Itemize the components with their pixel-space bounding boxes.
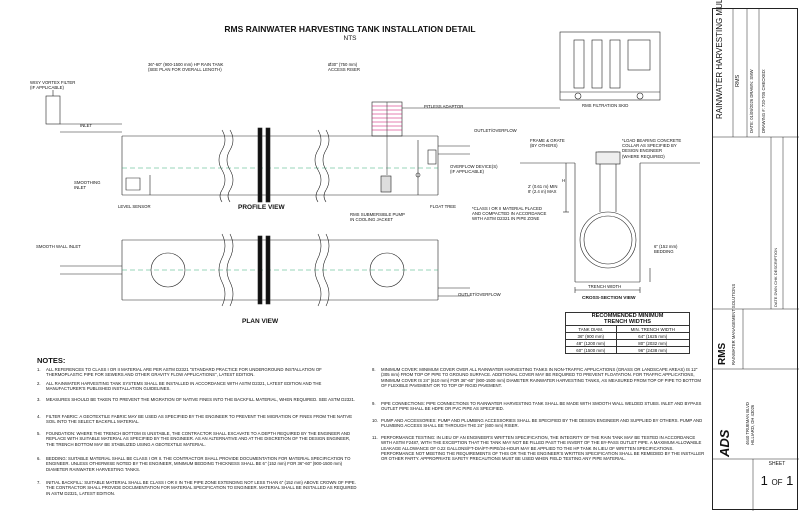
callout-bedding: 6" (152 mm) BEDDING (654, 244, 678, 255)
table-title: RECOMMENDED MINIMUM TRENCH WIDTHS (565, 312, 690, 326)
notes-title: NOTES: (37, 356, 66, 365)
table-header: TANK DIAM. (565, 325, 617, 333)
sheet-number: 1 OF 1 (760, 473, 794, 488)
table-row: 60" (1500 mm)96" (2438 mm) (565, 346, 690, 354)
note-item: 7.INITIAL BACKFILL: SUITABLE MATERIAL SH… (37, 480, 357, 496)
trench-width-table: RECOMMENDED MINIMUM TRENCH WIDTHS TANK D… (565, 312, 690, 354)
note-item: 2.ALL RAINWATER HARVESTING TANK SYSTEMS … (37, 381, 322, 392)
callout-outlet-plan: OUTLET/OVERFLOW (458, 292, 501, 297)
cross-section-view-label: CROSS-SECTION VIEW (582, 296, 636, 301)
callout-cover: 2' (0.61 m) MIN 8' (2.4 m) MAX (528, 184, 558, 195)
cross-section (520, 151, 700, 293)
title-block: RAINWATER HARVESTING MULTI-PIECE TANK RM… (712, 0, 799, 511)
note-item: 8.MINIMUM COVER: MINIMUM COVER OVER ALL … (372, 367, 701, 388)
callout-access-riser: Ø30" (750 mm) ACCESS RISER (328, 62, 360, 73)
company-address: 4640 TRUEMAN BLVD HILLIARD, OH 43026 (745, 402, 755, 445)
plan-tank (60, 233, 470, 307)
table-row: 36" (900 mm)64" (1625 mm) (565, 332, 690, 340)
project-title: RAINWATER HARVESTING MULTI-PIECE TANK (715, 0, 724, 119)
drawing-number-row: DRAWING #: 720-705 CHECKED: (761, 68, 766, 133)
date-row: DATE: 01/09/2026 DRAWN: SMW (749, 69, 754, 133)
callout-outlet-profile: OUTLET/OVERFLOW (474, 128, 517, 133)
note-item: 1.ALL REFERENCES TO CLASS I OR II MATERI… (37, 367, 322, 378)
drawing-scale: NTS (343, 35, 357, 42)
plan-view-label: PLAN VIEW (242, 318, 279, 325)
callout-trench-width: TRENCH WIDTH (588, 284, 622, 289)
profile-view-label: PROFILE VIEW (238, 204, 285, 211)
product-name: RMS (735, 74, 741, 87)
callout-smoothing-inlet: SMOOTHING INLET (74, 180, 101, 191)
callout-pump: RMS SUBMERSIBLE PUMP IN COOLING JACKET (350, 212, 405, 223)
note-item: 10.PUMP AND ACCESSORIES: PUMP AND PLUMBI… (372, 418, 703, 429)
callout-overflow-device: OVERFLOW DEVICE(S) (IF APPLICABLE) (450, 164, 498, 175)
note-item: 5.FOUNDATION: WHERE THE TRENCH BOTTOM IS… (37, 431, 351, 447)
ads-logo: ADS (717, 429, 732, 457)
detail-drawing (45, 31, 700, 307)
callout-backfill: *CLASS I OR II MATERIAL PLACED AND COMPA… (472, 206, 547, 222)
callout-level-sensor: LEVEL SENSOR (118, 204, 151, 209)
callout-h: H (562, 178, 566, 183)
note-item: 4.FILTER FABRIC: A GEOTEXTILE FABRIC MAY… (37, 414, 353, 425)
table-header: MIN. TRENCH WIDTH (615, 325, 690, 333)
callout-concrete-collar: *LOAD BEARING CONCRETE COLLAR AS SPECIFI… (622, 138, 682, 159)
profile-tank (45, 90, 560, 203)
note-item: 6.BEDDING: SUITABLE MATERIAL SHALL BE CL… (37, 456, 351, 472)
note-item: 3.MEASURES SHOULD BE TAKEN TO PREVENT TH… (37, 397, 356, 402)
callout-smooth-wall-inlet: SMOOTH WALL INLET (36, 244, 81, 249)
callout-inlet: INLET (80, 123, 93, 128)
table-row: 48" (1200 mm)80" (2032 mm) (565, 339, 690, 347)
note-item: 9.PIPE CONNECTIONS: PIPE CONNECTIONS TO … (372, 401, 702, 412)
callout-filtration-skid: RMS FILTRATION SKID (582, 103, 629, 108)
callout-float-tree: FLOAT TREE (430, 204, 457, 209)
callout-pitless-adaptor: PITLESS ADAPTOR (424, 104, 464, 109)
sheet-label: SHEET (768, 461, 786, 467)
note-item: 11.PERFORMANCE TESTING: IN LIEU OF AN EN… (372, 435, 705, 462)
callout-vortex-filter: WISY VORTEX FILTER (IF APPLICABLE) (30, 80, 76, 91)
callout-rain-tank: 36"-60" (900-1500 mm) HP RAIN TANK (SEE … (148, 62, 224, 73)
drawing-title: RMS RAINWATER HARVESTING TANK INSTALLATI… (224, 24, 476, 34)
company-mark: RMS (717, 342, 728, 365)
company-name: RAINWATER MANAGEMENT SOLUTIONS (731, 283, 736, 365)
callout-frame-grate: FRAME & GRATE (BY OTHERS) (530, 138, 565, 149)
filtration-skid (559, 31, 661, 101)
revision-headers: DATE DWN CHK DESCRIPTION (773, 247, 778, 307)
